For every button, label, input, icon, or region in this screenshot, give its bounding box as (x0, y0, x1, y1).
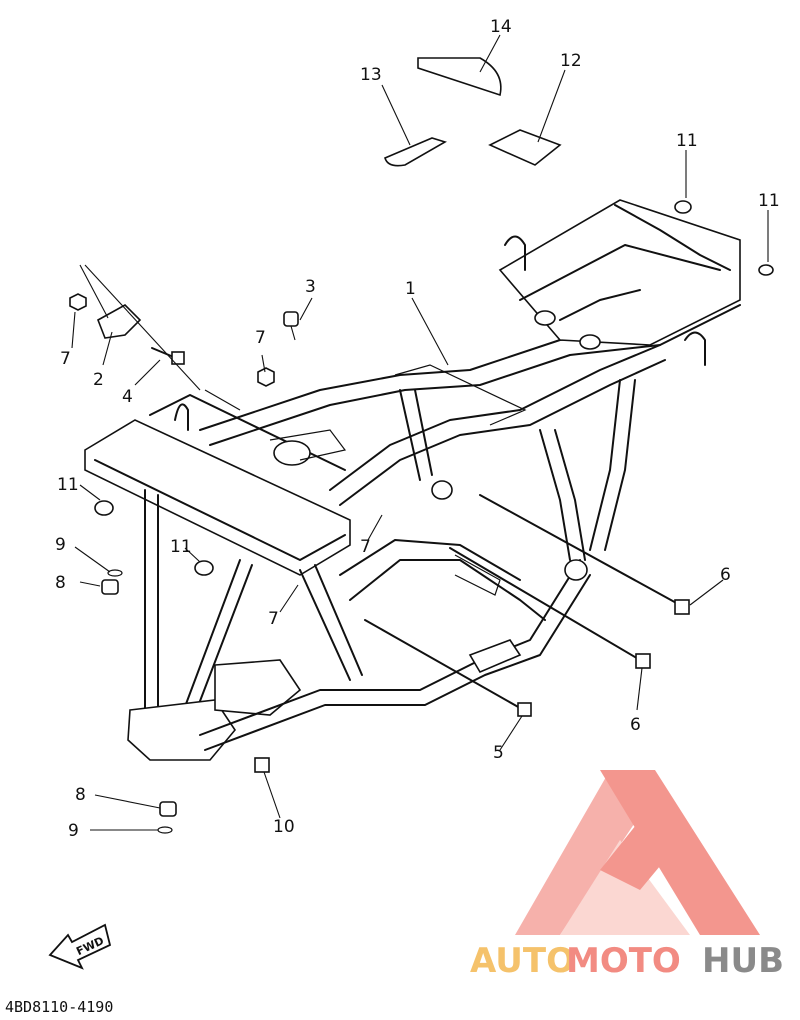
diagram-code: 4BD8110-4190 (5, 998, 113, 1016)
callout-6-bottom: 6 (630, 715, 641, 735)
callout-3: 3 (305, 277, 316, 297)
callout-labels: 14 13 12 11 11 1 3 7 2 4 7 11 9 11 8 7 7… (55, 17, 780, 841)
callout-7-d: 7 (268, 609, 279, 629)
callout-9-top: 9 (55, 535, 66, 555)
callout-8-top: 8 (55, 573, 66, 593)
watermark-logo (515, 770, 760, 935)
callout-4: 4 (122, 387, 133, 407)
callout-7-b: 7 (255, 328, 266, 348)
callout-11-top: 11 (676, 131, 698, 151)
callout-12: 12 (560, 51, 582, 71)
callout-14: 14 (490, 17, 512, 37)
callout-7-c: 7 (360, 537, 371, 557)
callout-6-top: 6 (720, 565, 731, 585)
watermark-text-auto: AUTO (470, 941, 575, 981)
loose-parts (69, 57, 774, 834)
callout-1: 1 (405, 279, 416, 299)
leader-lines (71, 34, 769, 831)
callout-11-right: 11 (758, 191, 780, 211)
callout-13: 13 (360, 65, 382, 85)
main-frame (84, 199, 741, 761)
callout-7-a: 7 (60, 349, 71, 369)
callout-10: 10 (273, 817, 295, 837)
watermark-text-moto: MOTO (566, 941, 681, 981)
callout-9-bottom: 9 (68, 821, 79, 841)
callout-11-left: 11 (57, 475, 79, 495)
callout-8-bottom: 8 (75, 785, 86, 805)
callout-5: 5 (493, 743, 504, 763)
fwd-arrow-icon (48, 923, 112, 970)
callout-2: 2 (93, 370, 104, 390)
callout-11-mid: 11 (170, 537, 192, 557)
watermark-text-hub: HUB (702, 941, 784, 981)
